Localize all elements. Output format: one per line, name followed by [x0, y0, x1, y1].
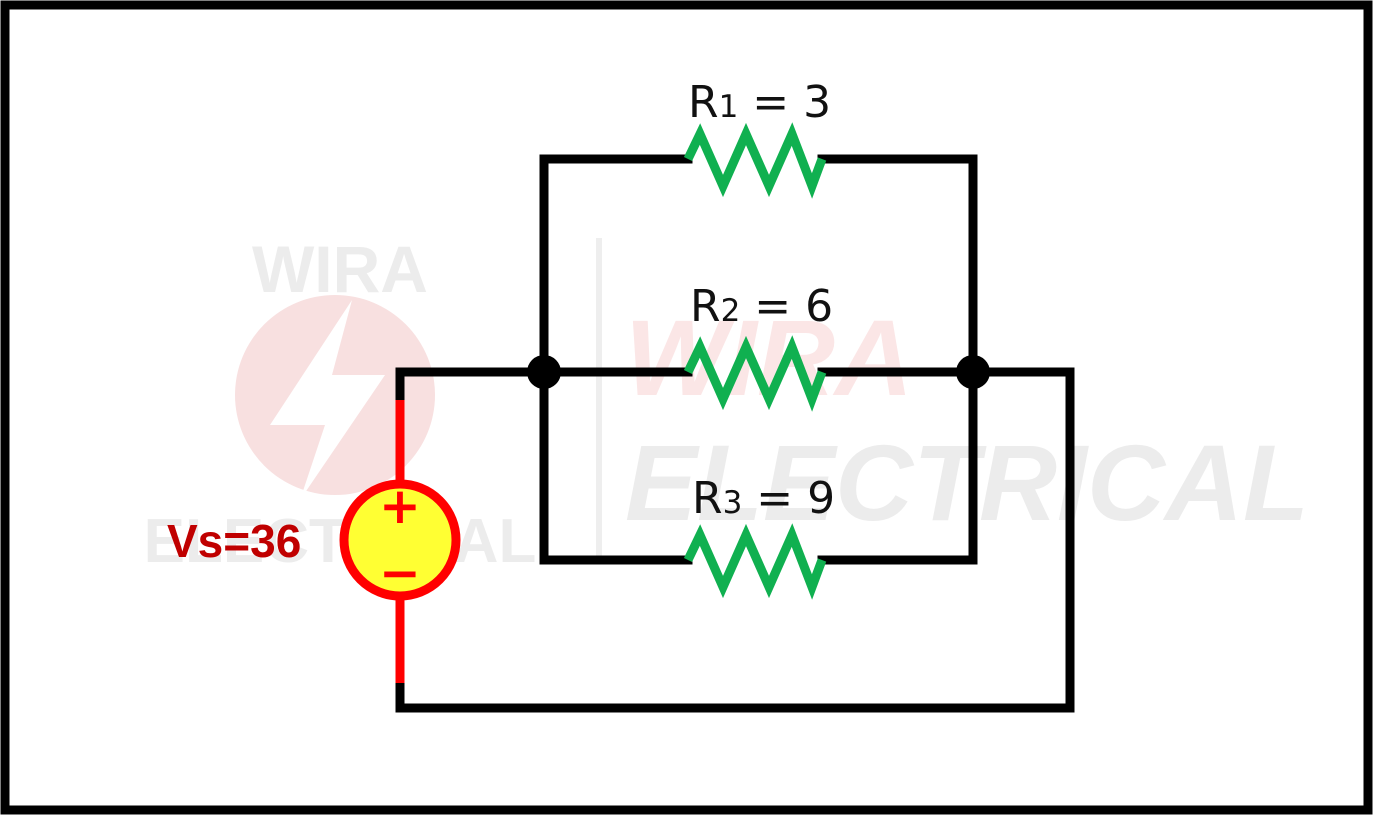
r2-value: 6: [805, 281, 833, 332]
source-value: 36: [250, 515, 301, 567]
source-minus-sign: −: [379, 544, 421, 602]
resistor-icon: [683, 335, 827, 412]
wire-return: [395, 367, 1075, 713]
r2-subscript: 2: [721, 293, 741, 329]
r2-name: R: [690, 281, 721, 332]
resistor-r3: [683, 523, 827, 600]
junction-node-icon: [527, 355, 561, 389]
source-plus-sign: +: [379, 477, 421, 535]
r1-value: 3: [803, 77, 831, 128]
resistor-r2: [683, 335, 827, 412]
watermark-small-top: WIRA: [252, 232, 428, 306]
dc-voltage-source-icon: [339, 479, 461, 601]
r1-label: R1 = 3: [688, 77, 831, 128]
source-label: Vs=36: [167, 515, 301, 567]
watermark-logo-icon: [235, 238, 602, 556]
voltage-source: + −: [339, 400, 461, 683]
source-name: Vs: [167, 515, 223, 567]
r2-label: R2 = 6: [690, 281, 833, 332]
watermark-large-bottom: ELECTRICAL: [625, 422, 1309, 543]
r3-label: R3 = 9: [692, 473, 835, 524]
resistor-r1: [683, 122, 827, 199]
junction-node-icon: [956, 355, 990, 389]
r1-name: R: [688, 77, 719, 128]
r3-subscript: 3: [723, 485, 743, 521]
resistor-icon: [683, 122, 827, 199]
r3-name: R: [692, 473, 723, 524]
resistor-icon: [683, 523, 827, 600]
r1-subscript: 1: [719, 89, 739, 125]
r3-value: 9: [807, 473, 835, 524]
